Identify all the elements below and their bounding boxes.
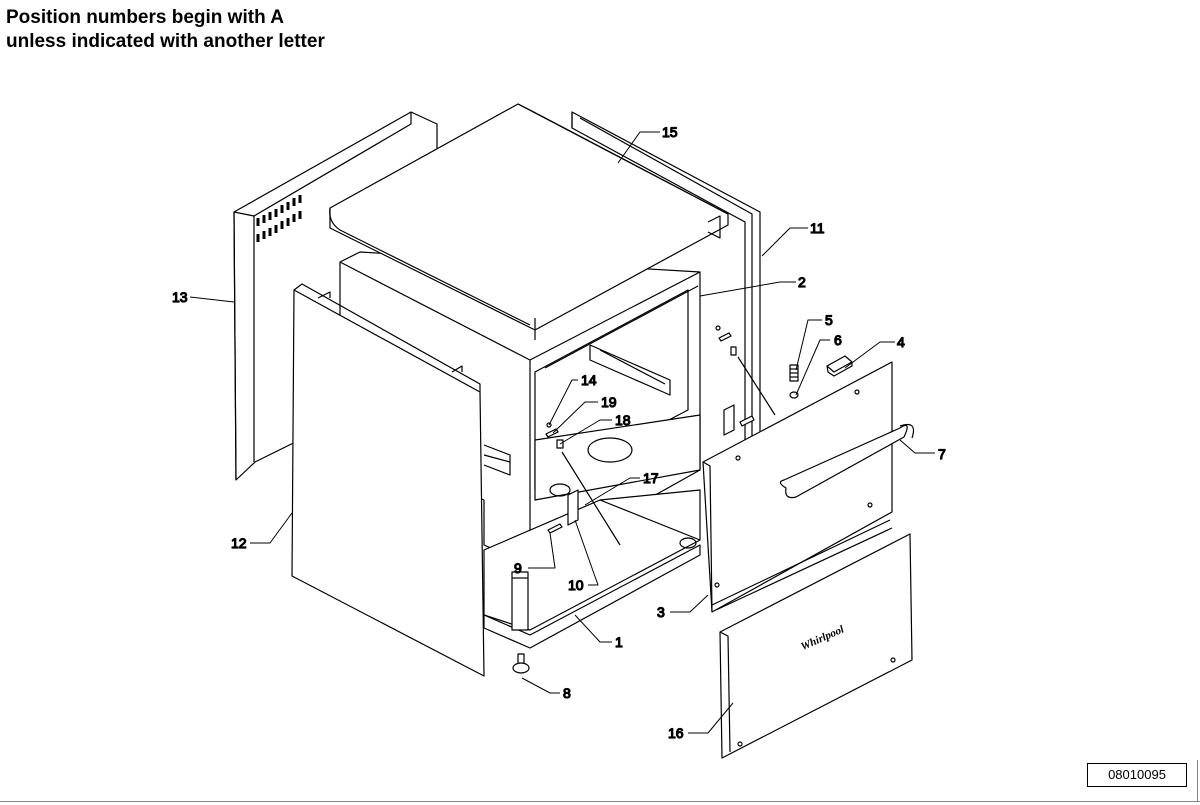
callout-2: 2 [798,274,806,290]
part-5-spring [789,364,799,382]
part-4-magnet [826,355,853,377]
diagram-header: Position numbers begin with A unless ind… [6,6,325,54]
callout-leaders [189,131,935,734]
callout-3: 3 [657,604,665,620]
callout-18: 18 [615,412,631,428]
callout-1: 1 [615,634,623,650]
callout-17: 17 [643,470,659,486]
callout-15: 15 [662,124,678,140]
callout-19: 19 [601,394,617,410]
bottom-rule [0,801,1200,802]
callout-5: 5 [825,312,833,328]
callout-7: 7 [938,446,946,462]
part-12-side-panel [291,283,485,677]
part-15-top-cover [329,103,729,340]
callout-11: 11 [810,220,825,236]
part-7-handle [779,423,915,499]
callout-4: 4 [897,334,905,350]
part-1-base [483,544,701,649]
part-6-nut [789,391,799,399]
callout-10: 10 [568,577,584,593]
header-line-2: unless indicated with another letter [6,31,325,52]
part-2-cabinet-body [339,251,701,631]
part-9-pin [547,523,563,534]
callout-16: 16 [668,725,684,741]
callout-9: 9 [514,560,522,576]
part-8-foot [512,653,530,674]
callout-13: 13 [172,289,188,305]
callout-14: 14 [581,372,597,388]
part-17-rod [561,356,776,546]
callout-8: 8 [563,685,571,701]
callout-6: 6 [834,332,842,348]
header-line-1: Position numbers begin with A [6,7,284,28]
callout-labels: 15 11 2 13 5 6 4 7 14 19 18 17 9 10 12 1… [171,123,946,741]
right-rule [1197,760,1198,801]
drawing-code-box: 08010095 [1087,763,1187,787]
vent-slots [256,195,302,242]
part-16-kick-plate: Whirlpool [719,533,913,759]
callout-12: 12 [231,535,247,551]
part-10-hinge [567,404,755,526]
